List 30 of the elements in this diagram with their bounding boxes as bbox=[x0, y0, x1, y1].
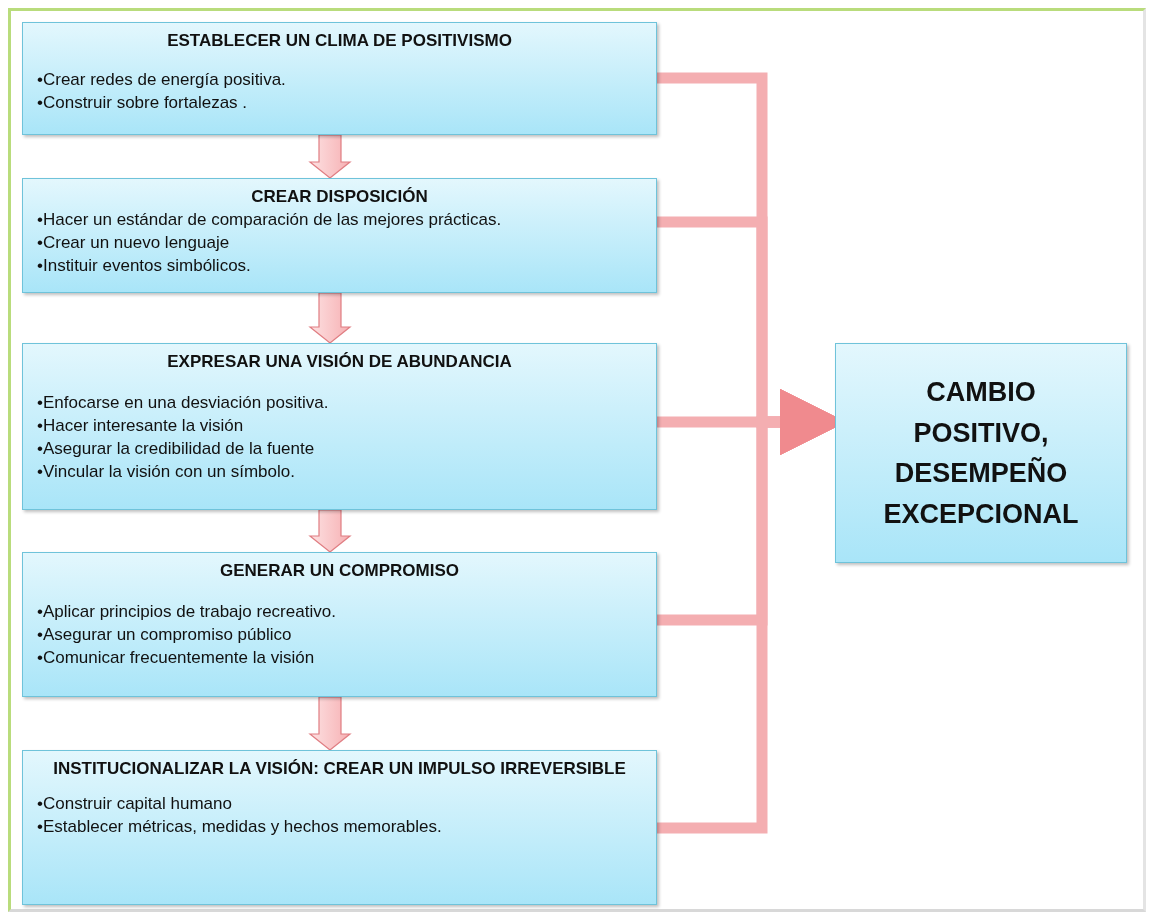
step-box bbox=[22, 750, 657, 905]
bullet-item: •Enfocarse en una desviación positiva. bbox=[37, 392, 330, 415]
bullet-item: •Construir sobre fortalezas . bbox=[37, 92, 249, 115]
bullet-item: •Instituir eventos simbólicos. bbox=[37, 255, 252, 278]
bullet-item: •Hacer interesante la visión bbox=[37, 415, 245, 438]
bullet-item: •Asegurar un compromiso público bbox=[37, 624, 293, 647]
block-arrow bbox=[308, 696, 352, 751]
bullet-item: •Vincular la visión con un símbolo. bbox=[37, 461, 296, 484]
bullet-item: •Crear redes de energía positiva. bbox=[37, 69, 287, 92]
bullet-item: •Establecer métricas, medidas y hechos memorables. bbox=[37, 816, 443, 839]
result-box bbox=[835, 343, 1127, 563]
block-arrow bbox=[308, 292, 352, 344]
block-arrow bbox=[308, 509, 352, 553]
step-heading: GENERAR UN COMPROMISO bbox=[219, 561, 460, 582]
step-heading: EXPRESAR UNA VISIÓN DE ABUNDANCIA bbox=[166, 352, 513, 373]
bullet-item: •Crear un nuevo lenguaje bbox=[37, 232, 231, 255]
step-box bbox=[22, 178, 657, 293]
bullet-item: •Asegurar la credibilidad de la fuente bbox=[37, 438, 316, 461]
block-arrow bbox=[308, 134, 352, 179]
step-heading: CAMBIO POSITIVO, DESEMPEÑO EXCEPCIONAL bbox=[882, 376, 1080, 531]
step-heading: CREAR DISPOSICIÓN bbox=[250, 187, 429, 208]
bullet-item: •Construir capital humano bbox=[37, 793, 233, 816]
step-box bbox=[22, 343, 657, 510]
bullet-item: •Comunicar frecuentemente la visión bbox=[37, 647, 316, 670]
step-box bbox=[22, 552, 657, 697]
bullet-item: •Hacer un estándar de comparación de las mejores prácticas. bbox=[37, 209, 503, 232]
bullet-item: •Aplicar principios de trabajo recreativo. bbox=[37, 601, 337, 624]
step-heading: INSTITUCIONALIZAR LA VISIÓN: CREAR UN IMPULSO IRREVERSIBLE bbox=[52, 759, 627, 780]
step-heading: ESTABLECER UN CLIMA DE POSITIVISMO bbox=[166, 31, 513, 52]
step-box bbox=[22, 22, 657, 135]
